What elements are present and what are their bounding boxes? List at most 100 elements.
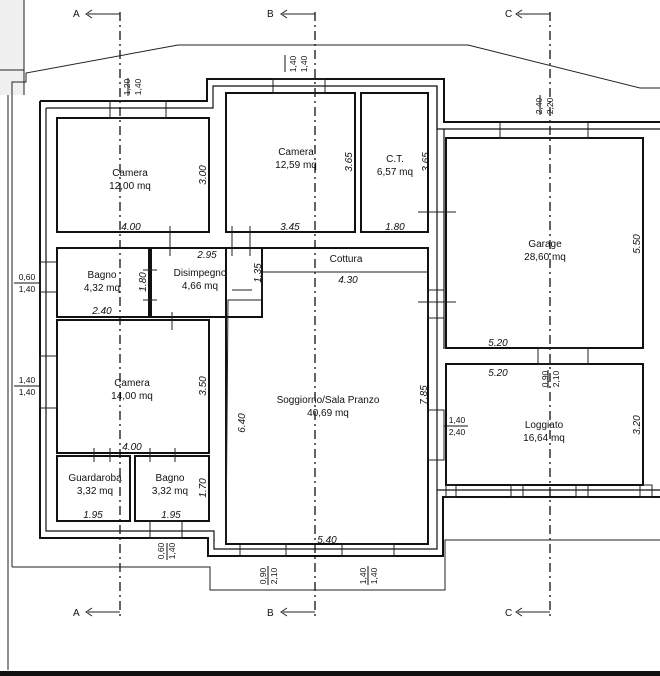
room-area: 3,32 mq — [152, 486, 188, 497]
dimension-label: 5.20 — [488, 338, 508, 349]
dimension-label: 1.35 — [253, 263, 264, 283]
dimension-label: 3.65 — [421, 152, 432, 172]
room-name: Camera — [278, 147, 314, 158]
window — [341, 543, 395, 557]
dimension-label: 2.40 — [91, 306, 112, 317]
room-ct — [360, 92, 429, 233]
room-area: 12,59 mq — [275, 160, 317, 171]
room-name: Cottura — [330, 254, 363, 265]
opening-label: 0,90 — [258, 567, 268, 584]
opening-label: 2,10 — [551, 370, 561, 387]
room-name: Soggiorno/Sala Pranzo — [277, 395, 380, 406]
section-label-a: A — [73, 608, 80, 619]
window — [427, 289, 445, 319]
room-name: Camera — [112, 168, 148, 179]
opening-label: 0,60 — [156, 542, 166, 559]
exterior-wall — [39, 101, 660, 557]
window — [39, 261, 58, 293]
room-name: Bagno — [88, 270, 117, 281]
dimension-label: 5.20 — [488, 368, 508, 379]
dimension-label: 6.40 — [237, 413, 248, 433]
opening-label: 1,40 — [369, 567, 379, 584]
dimension-label: 4.00 — [121, 222, 141, 233]
door-opening — [239, 543, 287, 557]
room-name: C.T. — [386, 154, 404, 165]
section-arrowhead — [515, 607, 523, 617]
section-arrowhead — [85, 9, 93, 19]
section-label-c: C — [505, 608, 512, 619]
site-outline — [12, 539, 660, 591]
dimension-label: 3.00 — [198, 165, 209, 185]
opening-label: 2,20 — [545, 97, 555, 114]
room-area: 3,32 mq — [77, 486, 113, 497]
opening-label: 1,40 — [133, 78, 143, 95]
dimension-label: 3.50 — [198, 376, 209, 396]
pillar — [445, 484, 457, 498]
opening-label: 0,90 — [540, 370, 550, 387]
section-arrowhead — [85, 607, 93, 617]
room-area: 4,32 mq — [84, 283, 120, 294]
room-name: Guardaroba — [68, 473, 122, 484]
room-soggiorno — [225, 247, 429, 545]
window — [39, 355, 58, 409]
room-area: 28,60 mq — [524, 252, 566, 263]
opening-label: 2,40 — [534, 97, 544, 114]
room-name: Loggiato — [525, 420, 564, 431]
opening-label: 2,40 — [449, 427, 466, 437]
section-arrowhead — [280, 607, 288, 617]
section-label-b: B — [267, 608, 274, 619]
room-area: 12,00 mq — [109, 181, 151, 192]
room-area: 14,00 mq — [111, 391, 153, 402]
dimension-label: 3.20 — [632, 415, 643, 435]
disimpegno-passage — [225, 272, 263, 545]
dimension-label: 3.45 — [280, 222, 300, 233]
paper-edge-left — [0, 0, 24, 95]
pillar — [510, 484, 524, 498]
window — [149, 520, 183, 539]
opening-label: 1,20 — [122, 78, 132, 95]
pillar — [575, 484, 589, 498]
dimension-label: 2.95 — [196, 250, 217, 261]
dimension-label: 3.65 — [344, 152, 355, 172]
section-label-c: C — [505, 9, 512, 20]
section-arrowhead — [515, 9, 523, 19]
section-label-b: B — [267, 9, 274, 20]
room-name: Bagno — [156, 473, 185, 484]
room-name: Camera — [114, 378, 150, 389]
dimension-label: 1.80 — [385, 222, 405, 233]
dimension-label: 5.40 — [317, 535, 337, 546]
room-name: Garage — [528, 239, 562, 250]
opening-label: 1,40 — [358, 567, 368, 584]
section-label-a: A — [73, 9, 80, 20]
window — [427, 409, 445, 461]
opening-label: 1,40 — [288, 55, 298, 72]
opening-label: 1,40 — [19, 387, 36, 397]
window — [109, 100, 167, 119]
opening-label: 1,40 — [19, 284, 36, 294]
dimension-label: 1.95 — [83, 510, 103, 521]
paper-edge-bottom — [0, 671, 660, 676]
room-name: Disimpegno — [174, 268, 227, 279]
opening-label: 1,40 — [299, 55, 309, 72]
room-area: 40,69 mq — [307, 408, 349, 419]
opening-label: 1,40 — [167, 542, 177, 559]
dimension-label: 7.85 — [419, 385, 430, 405]
window — [272, 78, 326, 94]
dimension-label: 5.50 — [632, 234, 643, 254]
dimension-label: 1.80 — [138, 272, 149, 292]
room-area: 16,64 mq — [523, 433, 565, 444]
opening-label: 2,10 — [269, 567, 279, 584]
window — [499, 121, 589, 139]
opening-label: 1,40 — [449, 415, 466, 425]
dimension-label: 4.30 — [338, 275, 358, 286]
section-arrowhead — [280, 9, 288, 19]
dimension-label: 4.00 — [122, 442, 142, 453]
opening-label: 0,60 — [19, 272, 36, 282]
room-area: 4,66 mq — [182, 281, 218, 292]
dimension-label: 1.70 — [198, 478, 209, 498]
site-outline — [11, 44, 660, 567]
dimension-label: 1.95 — [161, 510, 181, 521]
pillar — [639, 484, 653, 498]
